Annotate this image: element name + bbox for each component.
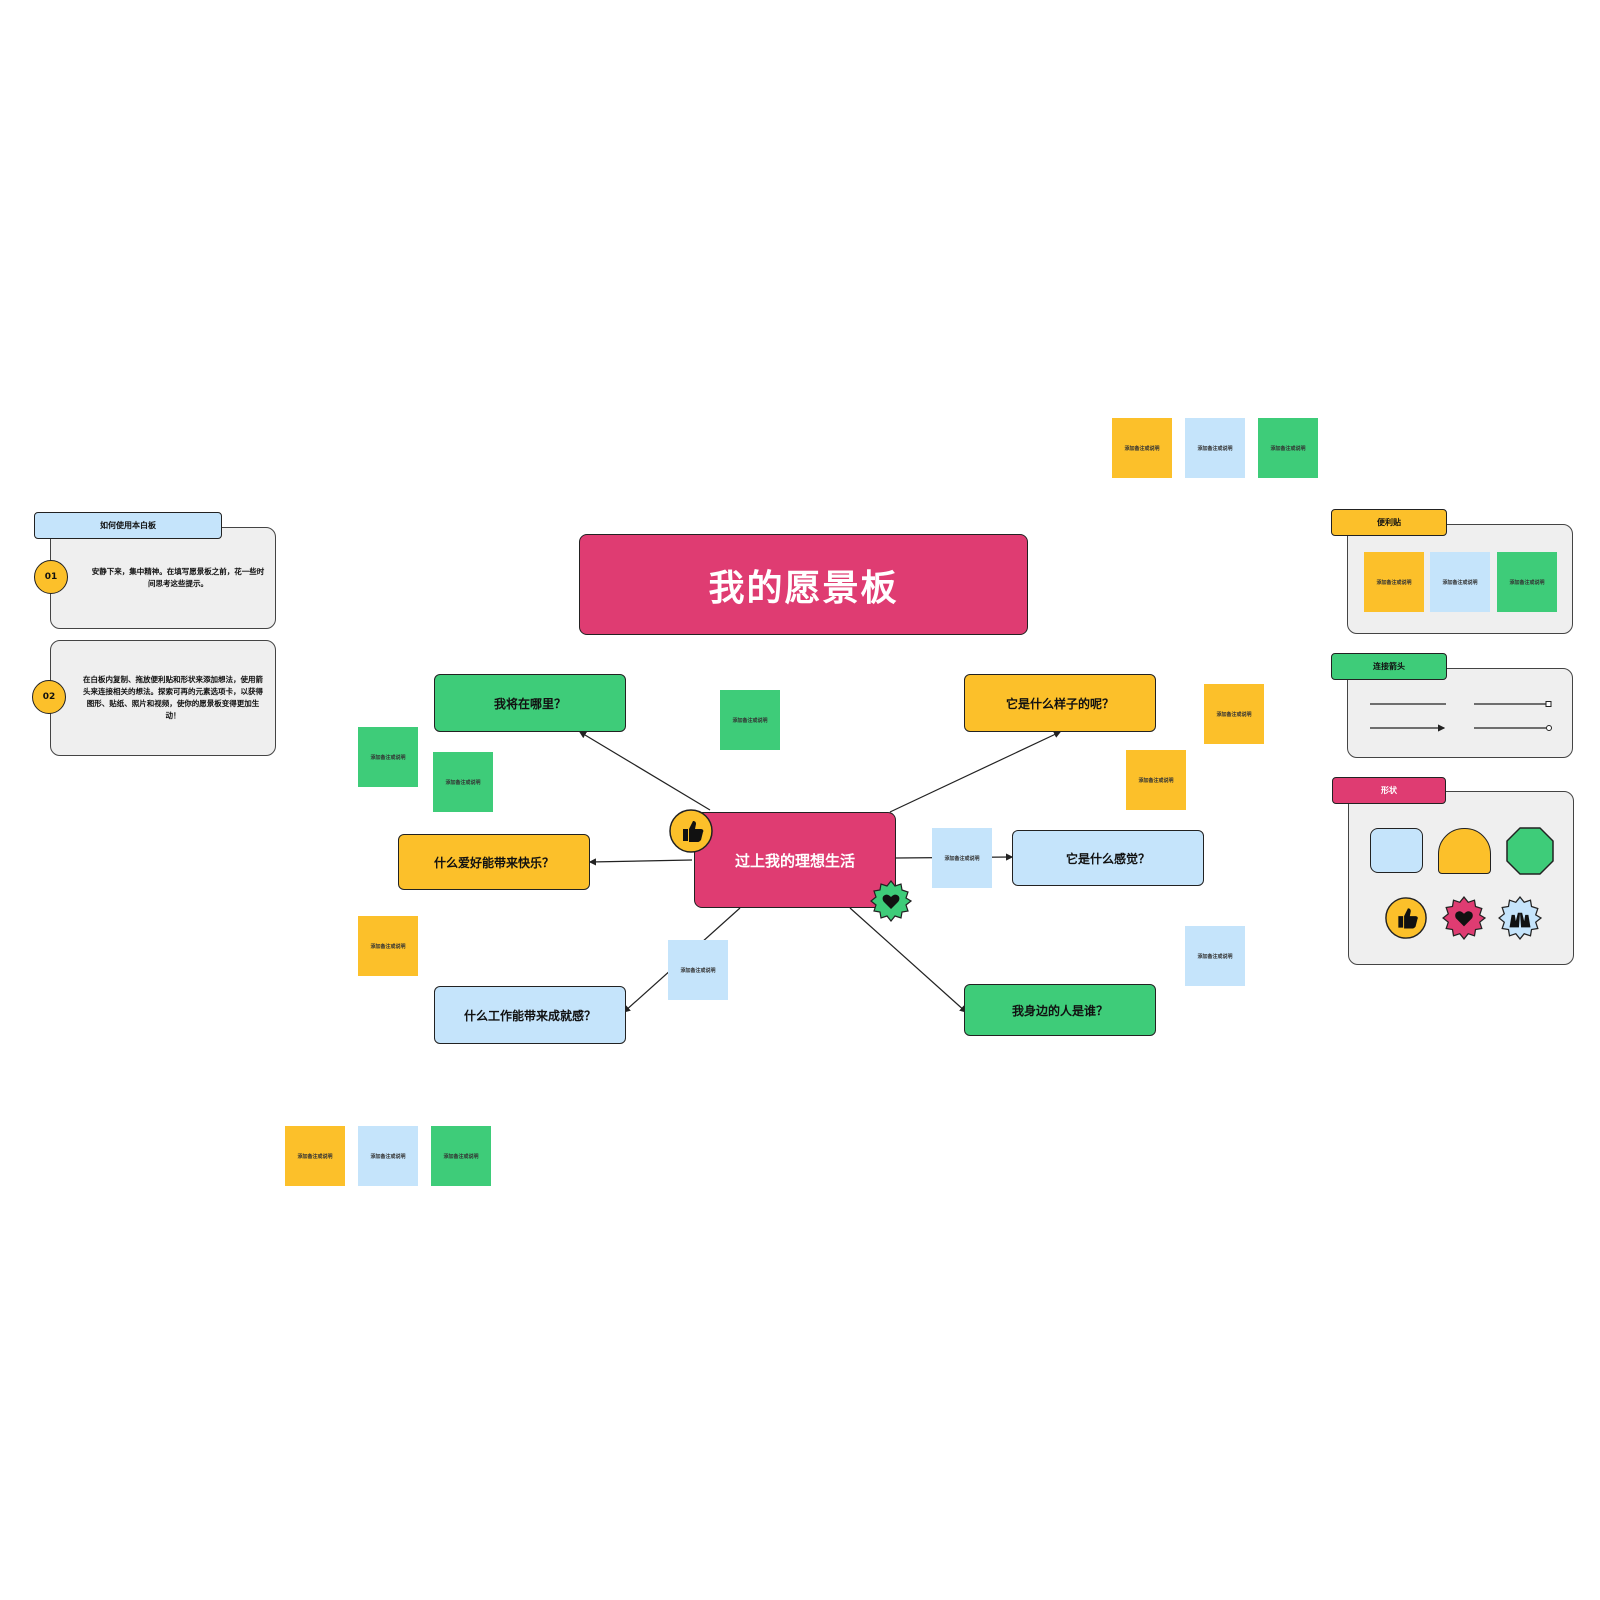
shapes-library-tag: 形状 bbox=[1332, 777, 1446, 804]
node-feel[interactable]: 它是什么感觉？ bbox=[1012, 830, 1204, 886]
howto-step2-number: 02 bbox=[32, 680, 66, 714]
sticky-note[interactable]: 添加备注或说明 bbox=[932, 828, 992, 888]
sticky-note[interactable]: 添加备注或说明 bbox=[1112, 418, 1172, 478]
connector-samples[interactable] bbox=[1360, 690, 1560, 740]
howto-tag: 如何使用本白板 bbox=[34, 512, 222, 539]
connector-people[interactable] bbox=[849, 907, 967, 1013]
sticky-note[interactable]: 添加备注或说明 bbox=[1497, 552, 1557, 612]
sticky-note[interactable]: 添加备注或说明 bbox=[1430, 552, 1490, 612]
center-node[interactable]: 过上我的理想生活 bbox=[694, 812, 896, 908]
connectors-library-tag: 连接箭头 bbox=[1331, 653, 1447, 680]
octagon-shape[interactable] bbox=[1505, 826, 1555, 876]
sticky-note[interactable]: 添加备注或说明 bbox=[358, 916, 418, 976]
sticky-note[interactable]: 添加备注或说明 bbox=[1126, 750, 1186, 810]
howto-step1-text: 安静下来，集中精神。在填写愿景板之前，花一些时间思考这些提示。 bbox=[91, 567, 265, 588]
connector-look[interactable] bbox=[889, 731, 1062, 813]
sticky-note[interactable]: 添加备注或说明 bbox=[1258, 418, 1318, 478]
node-look[interactable]: 它是什么样子的呢？ bbox=[964, 674, 1156, 732]
node-people[interactable]: 我身边的人是谁？ bbox=[964, 984, 1156, 1036]
heart-icon[interactable] bbox=[870, 880, 913, 922]
sticky-note[interactable]: 添加备注或说明 bbox=[1185, 418, 1245, 478]
sticky-note[interactable]: 添加备注或说明 bbox=[1204, 684, 1264, 744]
node-where[interactable]: 我将在哪里？ bbox=[434, 674, 626, 732]
sticky-note[interactable]: 添加备注或说明 bbox=[285, 1126, 345, 1186]
sticky-note[interactable]: 添加备注或说明 bbox=[433, 752, 493, 812]
connectors-library-panel bbox=[1347, 668, 1573, 758]
howto-step2-card: 在白板内复制、拖放便利贴和形状来添加想法，使用箭头来连接相关的想法。探索可再的元… bbox=[50, 640, 276, 756]
sticky-note[interactable]: 添加备注或说明 bbox=[720, 690, 780, 750]
connector-hobby[interactable] bbox=[588, 858, 693, 866]
sticky-note[interactable]: 添加备注或说明 bbox=[358, 727, 418, 787]
howto-step2-text: 在白板内复制、拖放便利贴和形状来添加想法，使用箭头来连接相关的想法。探索可再的元… bbox=[83, 675, 263, 720]
rounded-square-shape[interactable] bbox=[1370, 828, 1423, 873]
howto-step1-number: 01 bbox=[34, 560, 68, 594]
connector-where[interactable] bbox=[578, 731, 711, 811]
howto-step1-card: 安静下来，集中精神。在填写愿景板之前，花一些时间思考这些提示。 bbox=[50, 527, 276, 629]
sticky-note[interactable]: 添加备注或说明 bbox=[431, 1126, 491, 1186]
sticky-note[interactable]: 添加备注或说明 bbox=[1364, 552, 1424, 612]
sticky-note[interactable]: 添加备注或说明 bbox=[668, 940, 728, 1000]
node-work[interactable]: 什么工作能带来成就感？ bbox=[434, 986, 626, 1044]
node-hobby[interactable]: 什么爱好能带来快乐？ bbox=[398, 834, 590, 890]
sticky-note[interactable]: 添加备注或说明 bbox=[358, 1126, 418, 1186]
board-title[interactable]: 我的愿景板 bbox=[579, 534, 1028, 635]
arch-shape[interactable] bbox=[1438, 828, 1491, 874]
thumbs-up-icon[interactable] bbox=[668, 808, 714, 854]
heart-icon[interactable] bbox=[1442, 896, 1487, 940]
raised-hands-icon[interactable] bbox=[1498, 896, 1543, 940]
thumbs-up-icon[interactable] bbox=[1384, 896, 1428, 940]
stickies-library-tag: 便利贴 bbox=[1331, 509, 1447, 536]
sticky-note[interactable]: 添加备注或说明 bbox=[1185, 926, 1245, 986]
